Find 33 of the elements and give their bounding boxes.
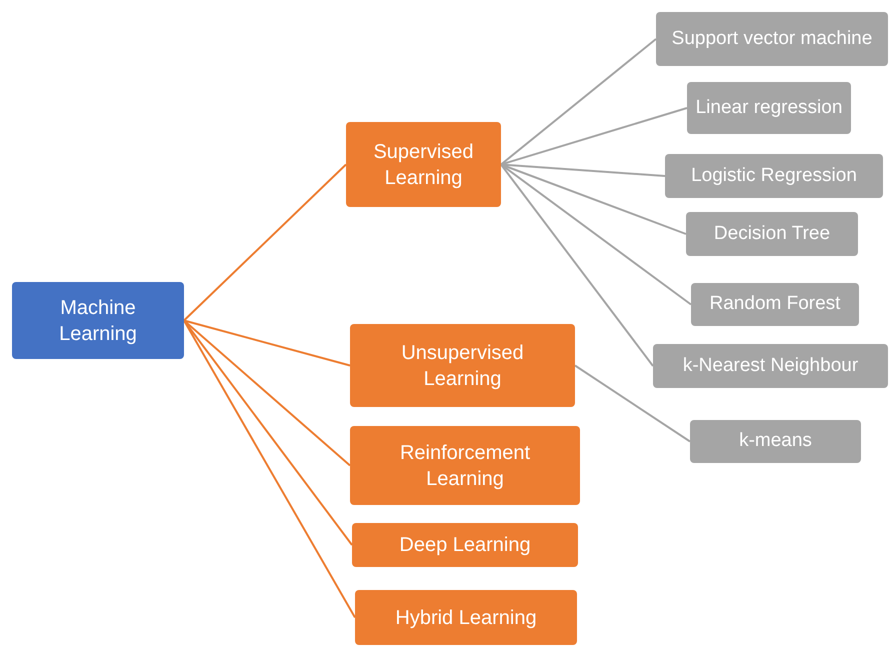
method-box bbox=[653, 344, 888, 388]
node-label: Unsupervised Learning bbox=[400, 340, 525, 392]
node-label: Logistic Regression bbox=[691, 164, 857, 188]
connector-line bbox=[574, 364, 691, 442]
root-box bbox=[12, 282, 184, 359]
node-label: Deep Learning bbox=[399, 533, 531, 558]
category-box bbox=[346, 122, 501, 207]
node-label: Decision Tree bbox=[714, 222, 830, 246]
category-box bbox=[350, 324, 575, 407]
category-box bbox=[350, 426, 580, 505]
connector-line bbox=[183, 320, 356, 618]
node-label: Machine Learning bbox=[58, 296, 138, 346]
node-label: Linear regression bbox=[696, 96, 842, 120]
method-box bbox=[691, 283, 859, 326]
category-box bbox=[352, 523, 578, 567]
node-label: Hybrid Learning bbox=[395, 606, 537, 630]
method-box bbox=[687, 82, 851, 134]
node-label: Support vector machine bbox=[672, 26, 872, 51]
node-label: Random Forest bbox=[710, 292, 840, 316]
connector-line bbox=[500, 38, 657, 166]
method-box bbox=[690, 420, 861, 463]
connector-line bbox=[500, 164, 654, 367]
node-label: Supervised Learning bbox=[373, 140, 474, 190]
connector-line bbox=[183, 164, 347, 322]
method-box bbox=[665, 154, 883, 198]
category-box bbox=[355, 590, 577, 645]
node-label: k-means bbox=[739, 429, 812, 454]
node-label: Reinforcement Learning bbox=[398, 440, 532, 492]
connector-line bbox=[500, 107, 688, 166]
method-box bbox=[656, 12, 888, 66]
node-label: k-Nearest Neighbour bbox=[682, 354, 858, 378]
connector-line bbox=[184, 320, 350, 366]
method-box bbox=[686, 212, 858, 256]
